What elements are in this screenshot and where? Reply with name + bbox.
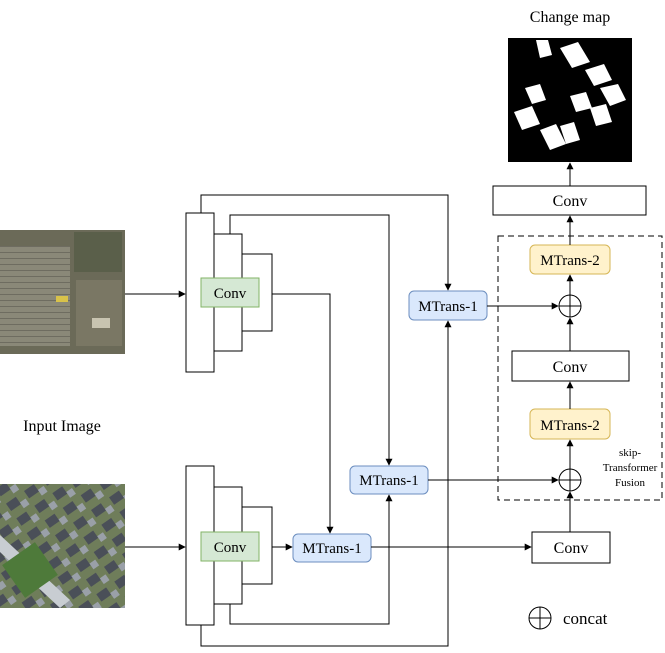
concat-upper — [558, 294, 582, 318]
svg-text:Transformer: Transformer — [603, 462, 658, 474]
input-image-top — [0, 230, 125, 354]
concat-lower — [558, 468, 582, 492]
conv-top-encoder — [200, 277, 260, 308]
conv-top-encoder-label: Conv — [214, 286, 247, 302]
mtrans2-lower-label: MTrans-2 — [540, 418, 599, 434]
conv-bottom-encoder — [200, 531, 260, 562]
decoder-arrows — [371, 162, 574, 551]
mtrans1-bottom-label: MTrans-1 — [302, 541, 361, 557]
fusion-label: skip- Transformer Fusion — [603, 447, 658, 489]
input-arrows — [125, 290, 186, 551]
concat-legend-label: concat — [563, 609, 608, 628]
input-image-bottom — [0, 484, 125, 608]
change-map-image — [508, 38, 632, 162]
change-map-title: Change map — [530, 9, 610, 26]
mtrans2-upper-label: MTrans-2 — [540, 253, 599, 269]
skip-connections — [200, 194, 452, 647]
mtrans1-middle-label: MTrans-1 — [359, 473, 418, 489]
svg-text:Fusion: Fusion — [615, 477, 645, 489]
mtrans1-bottom — [292, 533, 372, 563]
conv-decoder-middle — [511, 350, 630, 382]
conv-output — [492, 185, 647, 216]
conv-decoder-bottom — [531, 531, 611, 564]
mtrans1-top-label: MTrans-1 — [418, 299, 477, 315]
conv-decoder-bottom-label: Conv — [554, 540, 589, 557]
conv-decoder-middle-label: Conv — [553, 359, 588, 376]
input-image-label: Input Image — [23, 418, 101, 435]
fusion-region — [497, 235, 663, 501]
svg-text:skip-: skip- — [619, 447, 641, 459]
conv-bottom-encoder-label: Conv — [214, 540, 247, 556]
concat-legend-icon — [528, 606, 552, 630]
conv-output-label: Conv — [553, 193, 588, 210]
